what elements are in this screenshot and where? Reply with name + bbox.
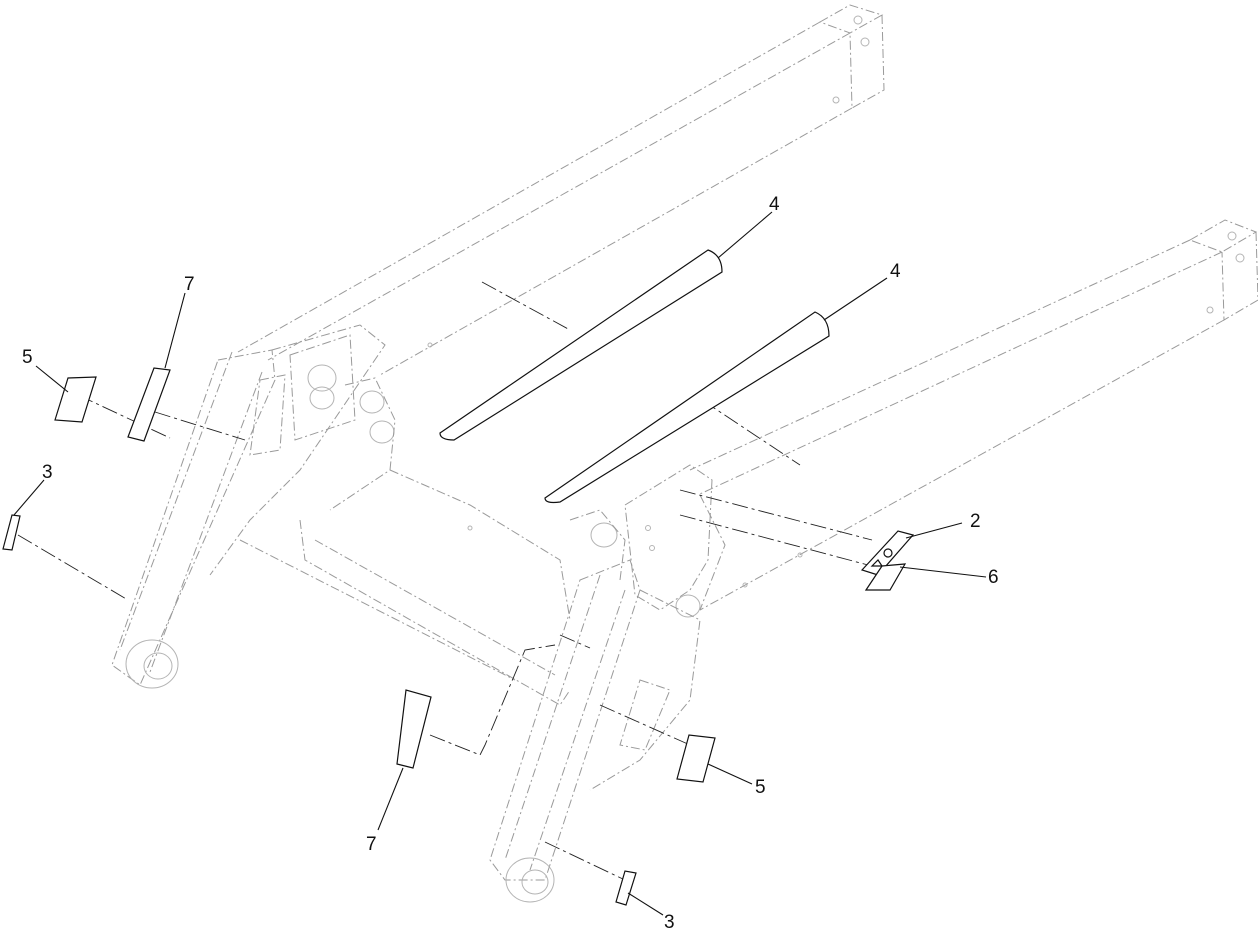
assembly-center-lines <box>17 281 873 881</box>
decal-3-lower <box>615 870 637 906</box>
callout-5-lower: 5 <box>755 777 766 798</box>
callout-labels: 4 4 7 5 3 2 6 5 7 3 <box>22 194 999 933</box>
callout-4-upper: 4 <box>769 194 780 215</box>
decal-5-upper <box>54 376 97 423</box>
decal-6 <box>864 563 907 591</box>
callout-4-lower: 4 <box>890 261 901 282</box>
callout-2: 2 <box>970 511 981 532</box>
callout-6: 6 <box>988 567 999 588</box>
decal-5-lower <box>676 734 716 783</box>
decal-4-lower <box>544 311 830 504</box>
loader-frame-phantom <box>111 4 1258 903</box>
decal-3-upper <box>2 514 21 551</box>
decal-4-upper <box>439 249 723 441</box>
decal-2 <box>860 530 915 576</box>
decal-7-upper <box>127 367 171 442</box>
callout-7-lower: 7 <box>366 834 377 855</box>
callout-7-upper: 7 <box>184 274 195 295</box>
leader-lines <box>13 211 987 916</box>
decal-7-lower <box>396 689 432 769</box>
callout-3-upper: 3 <box>42 462 53 483</box>
callout-5-upper: 5 <box>22 347 33 368</box>
callout-3-lower: 3 <box>664 912 675 933</box>
